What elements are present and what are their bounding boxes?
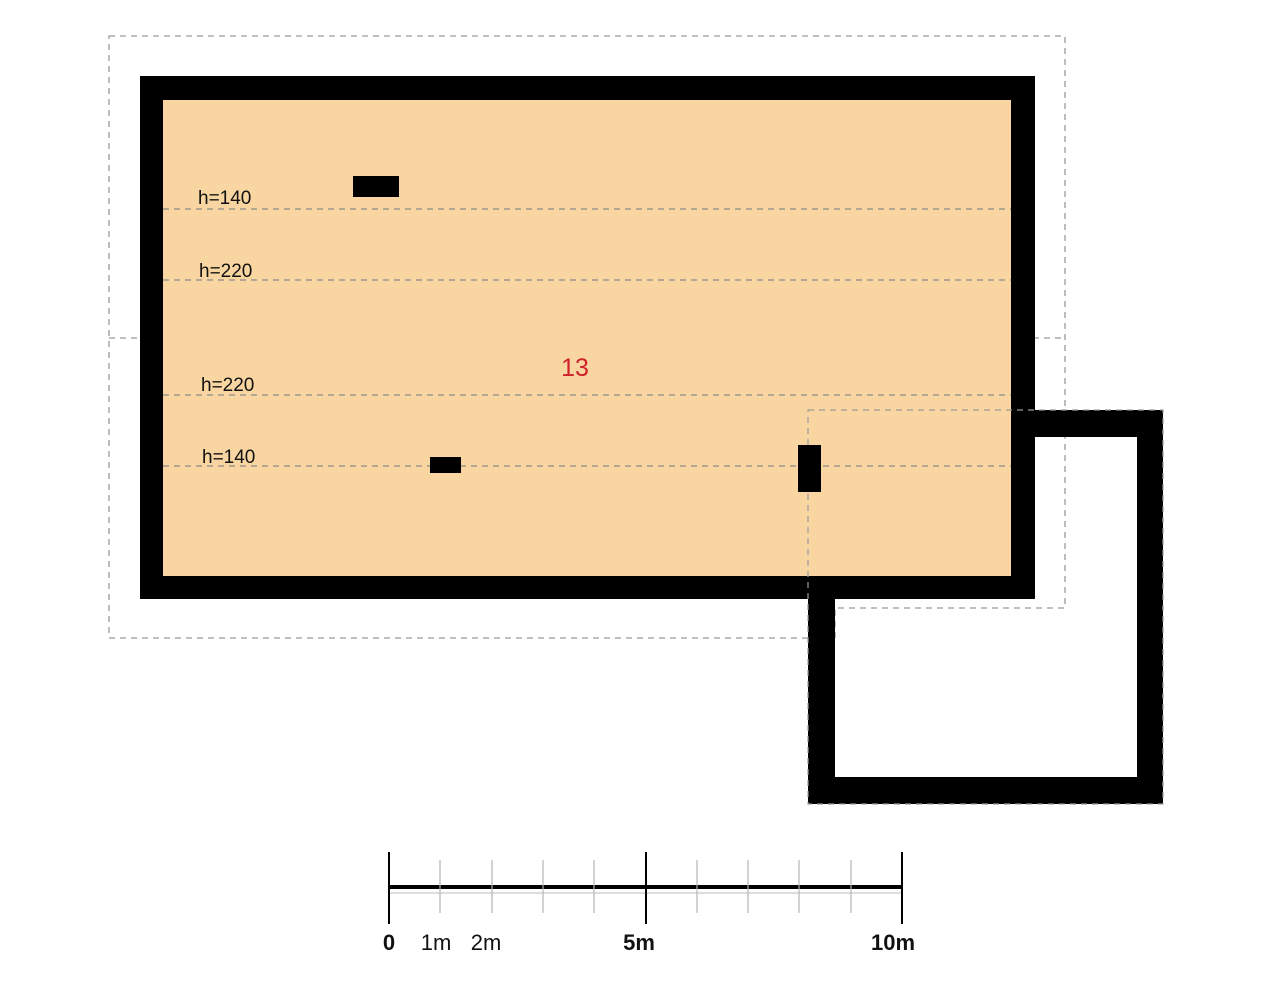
scale-ticks bbox=[388, 852, 903, 924]
scale-label-2m: 2m bbox=[471, 930, 502, 955]
window-2 bbox=[430, 457, 461, 473]
height-lines bbox=[163, 208, 1011, 467]
scale-label-10m: 10m bbox=[871, 930, 915, 955]
height-label-2: h=220 bbox=[199, 261, 252, 282]
height-label-3: h=220 bbox=[201, 375, 254, 396]
scale-label-5m: 5m bbox=[623, 930, 655, 955]
scale-bar: 0 1m 2m 5m 10m bbox=[383, 852, 915, 955]
scale-label-1m: 1m bbox=[421, 930, 452, 955]
room-number: 13 bbox=[561, 354, 589, 382]
roof-outline bbox=[108, 35, 1066, 639]
height-label-1: h=140 bbox=[198, 188, 251, 209]
annex-outline bbox=[807, 409, 1164, 805]
chimney bbox=[798, 445, 821, 492]
scale-label-0: 0 bbox=[383, 930, 395, 955]
height-label-4: h=140 bbox=[202, 447, 255, 468]
room-floor bbox=[163, 100, 1011, 576]
window-1 bbox=[353, 176, 399, 197]
